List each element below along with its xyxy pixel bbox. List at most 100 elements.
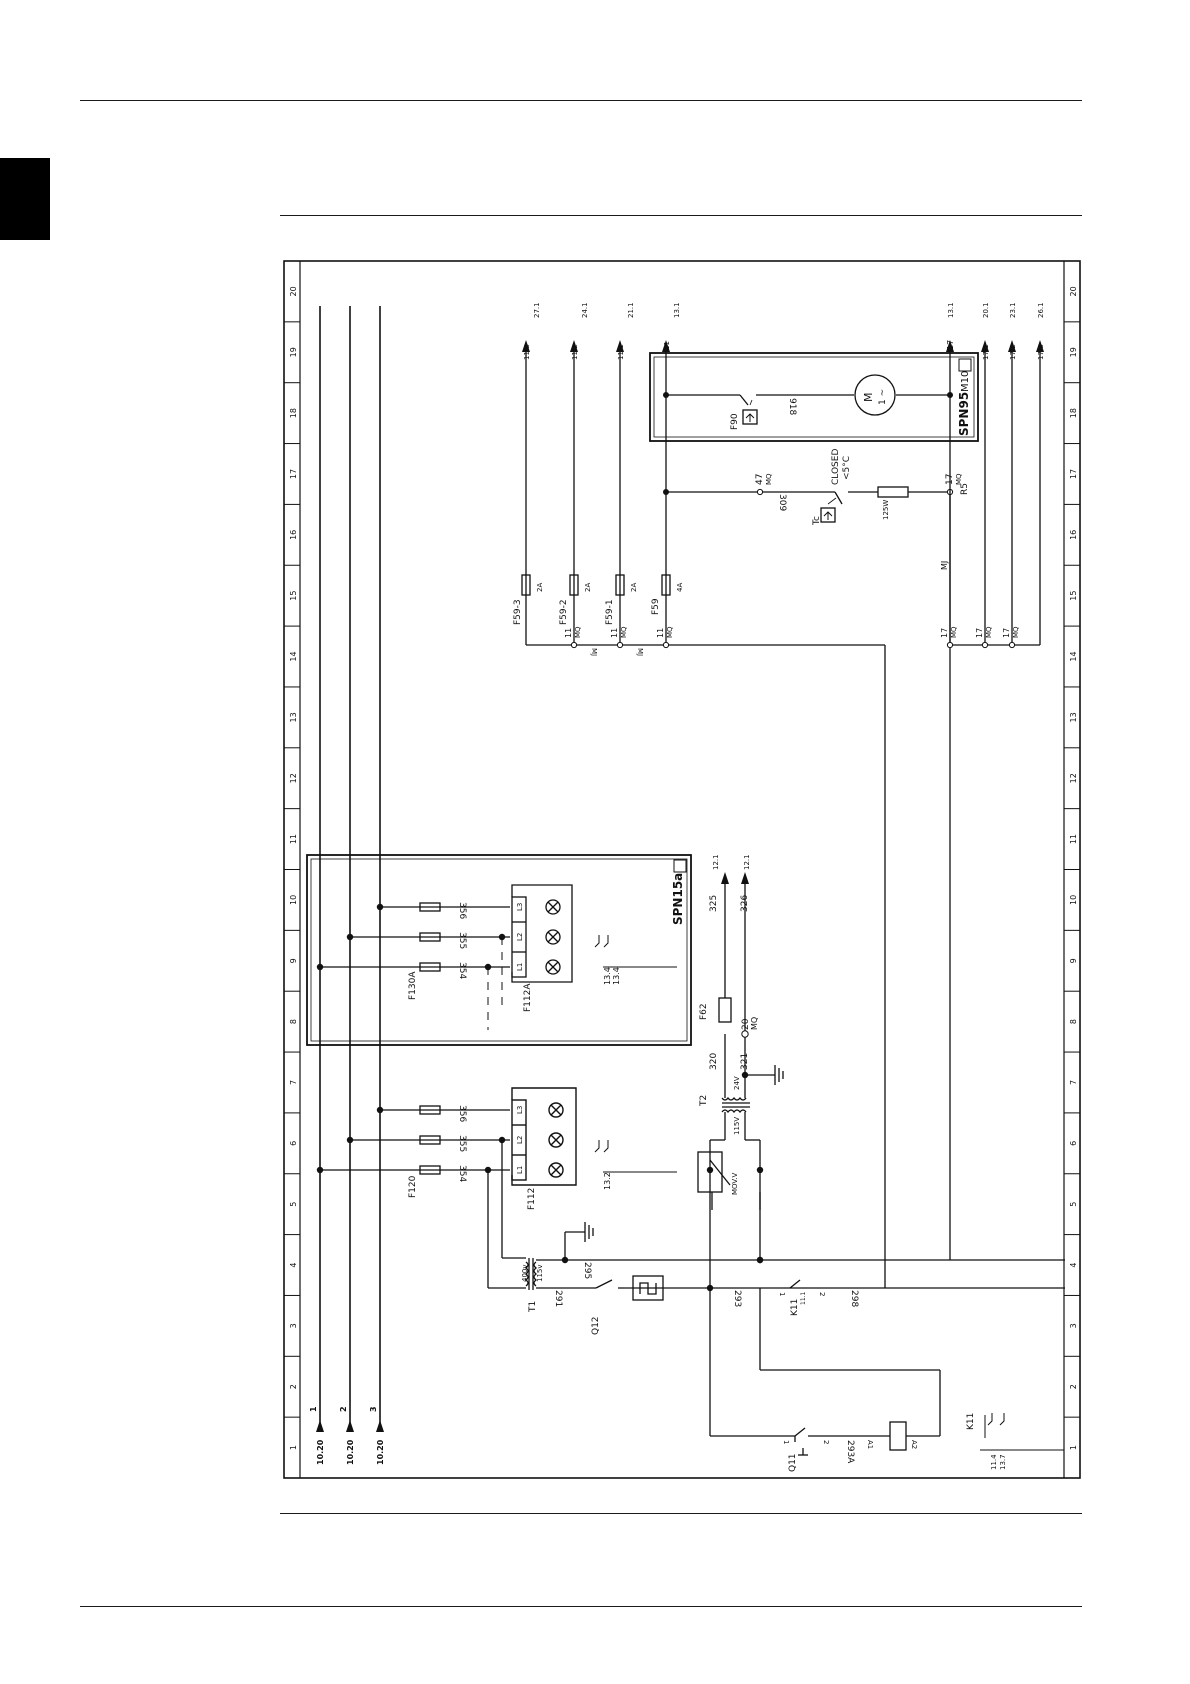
t2-secondary: 24V [733, 1076, 741, 1090]
fuse-f59-rating: 4A [676, 583, 684, 592]
bus-label-1: 1 [309, 1406, 318, 1412]
bus-labels: 1 2 3 10.20 10.20 10.20 [309, 1406, 385, 1465]
col-right-13: 13 [1069, 712, 1078, 722]
out-17-2-wire: 17-2 [1009, 344, 1017, 360]
col-left-15: 15 [289, 591, 298, 601]
heater-term-47-mq: MQ [765, 473, 773, 485]
header-rule [80, 100, 1082, 101]
fuse-f59-term: 11 [656, 628, 665, 638]
term-l3: L3 [516, 1106, 524, 1114]
wire-293a: 293A [845, 1440, 855, 1464]
col-left-5: 5 [289, 1202, 298, 1207]
control-dots [561, 1166, 764, 1292]
out-17-3-wire: 17-3 [1037, 344, 1045, 360]
col-right-17: 17 [1069, 469, 1078, 479]
f112-label: F112 [527, 1188, 537, 1210]
spn95-box [649, 352, 979, 442]
out-17-term: 17 [940, 628, 949, 638]
spn15a-dots [316, 903, 506, 971]
col-right-8: 8 [1069, 1019, 1078, 1024]
chapter-tab [0, 158, 50, 240]
out-17-1-term: 17 [975, 628, 984, 638]
bus-ref-1: 10.20 [316, 1439, 325, 1465]
fuse-f59-mq: MQ [666, 626, 674, 638]
right-output-labels: 17 17-1 17-2 17-3 13.1 20.1 23.1 26.1 17… [940, 302, 1045, 638]
fuse-f59-2: F59-2 [559, 599, 569, 625]
fuse-f59-3: F59-3 [513, 599, 523, 625]
col-left-3: 3 [289, 1323, 298, 1328]
r5-label: R5 [960, 483, 970, 495]
wire-309: 309 [777, 494, 787, 511]
tc-label: Tc [812, 516, 822, 526]
col-right-1: 1 [1069, 1445, 1078, 1450]
fuse-f59-3-wire: 11-3 [523, 344, 531, 360]
diagram-bottom-rule [280, 1513, 1082, 1514]
fuse-f59-2-ref: 24.1 [581, 302, 589, 318]
t1-primary: 400v [521, 1264, 529, 1282]
k11-pin-2: 2 [818, 1292, 826, 1296]
heater-labels: Tc CLOSED <5°C 309 47 MQ 17 MQ R5 125W M… [755, 449, 970, 570]
frame-ticks [284, 260, 1080, 1479]
spn15a-term-l2: L2 [516, 933, 524, 941]
f120-branch [320, 1105, 510, 1175]
f120-label: F120 [408, 1175, 418, 1198]
ref-326: 12.1 [743, 854, 751, 870]
spn95-motor-id: M10 [960, 371, 971, 392]
bridge-mj-2: MJ [636, 648, 644, 656]
wire-355: 355 [457, 1135, 467, 1152]
bus-label-3: 3 [369, 1406, 378, 1412]
col-right-12: 12 [1069, 773, 1078, 783]
wire-354: 354 [457, 1165, 467, 1182]
wire-321: 321 [740, 1053, 750, 1070]
wire-291: 291 [553, 1290, 563, 1307]
fuse-f59-1-rating: 2A [630, 583, 638, 592]
col-right-10: 10 [1069, 895, 1078, 905]
bus-label-2: 2 [339, 1406, 348, 1412]
out-17-1-mq: MQ [985, 626, 993, 638]
col-left-7: 7 [289, 1080, 298, 1085]
t2-circuit [697, 880, 784, 1288]
col-right-6: 6 [1069, 1141, 1078, 1146]
k11-aux-label: K11 [966, 1413, 976, 1430]
drawing-frame [283, 260, 1081, 1479]
col-right-20: 20 [1069, 286, 1078, 296]
t2-term-20: 20 [741, 1018, 751, 1030]
t1-labels: T1 400v 115v 291 295 Q12 K11 1 2 11.1 29… [521, 1262, 859, 1335]
heater-term-47: 47 [755, 474, 765, 485]
f112-ref: 13.2 [603, 1172, 612, 1190]
col-left-6: 6 [289, 1141, 298, 1146]
wire-293: 293 [732, 1290, 742, 1307]
t2-labels: T2 115V 24V MOV.V F62 320 321 20 MQ 325 … [699, 854, 759, 1195]
coil-a2: A2 [910, 1440, 918, 1449]
col-left-1: 1 [289, 1445, 298, 1450]
f90-label: F90 [730, 413, 740, 430]
bridge-mj-1: MJ [590, 648, 598, 656]
fuse-f59-2-term: 11 [564, 628, 573, 638]
motor-phase: 1 ~ [878, 389, 888, 405]
col-right-4: 4 [1069, 1262, 1078, 1267]
col-right-18: 18 [1069, 408, 1078, 418]
fuse-f59-1-term: 11 [610, 628, 619, 638]
q11-labels: Q11 1 2 293A A1 A2 [782, 1440, 918, 1472]
out-17-ref: 13.1 [947, 302, 955, 318]
t2-term-mq: MQ [750, 1017, 759, 1030]
fuse-f59-2-wire: 11-2 [571, 344, 579, 360]
bus-ref-3: 10.20 [376, 1439, 385, 1465]
spn15a-wire-355: 355 [457, 932, 467, 949]
out-17-2-mq: MQ [1012, 626, 1020, 638]
heater-dots [663, 489, 669, 495]
term-l2: L2 [516, 1136, 524, 1144]
wire-320: 320 [709, 1053, 719, 1070]
fuse-f59-1-mq: MQ [620, 626, 628, 638]
fuse-f59-1-wire: 11-1 [617, 344, 625, 360]
col-left-16: 16 [289, 530, 298, 540]
spn15a-wiring [320, 884, 677, 1030]
fuse-f59-ref: 13.1 [673, 302, 681, 318]
k11-contact-label: K11 [790, 1299, 800, 1316]
f130a-label: F130A [408, 971, 418, 1000]
spn15a-term-l3: L3 [516, 903, 524, 911]
f59-wiring [521, 352, 671, 646]
col-left-19: 19 [289, 347, 298, 357]
